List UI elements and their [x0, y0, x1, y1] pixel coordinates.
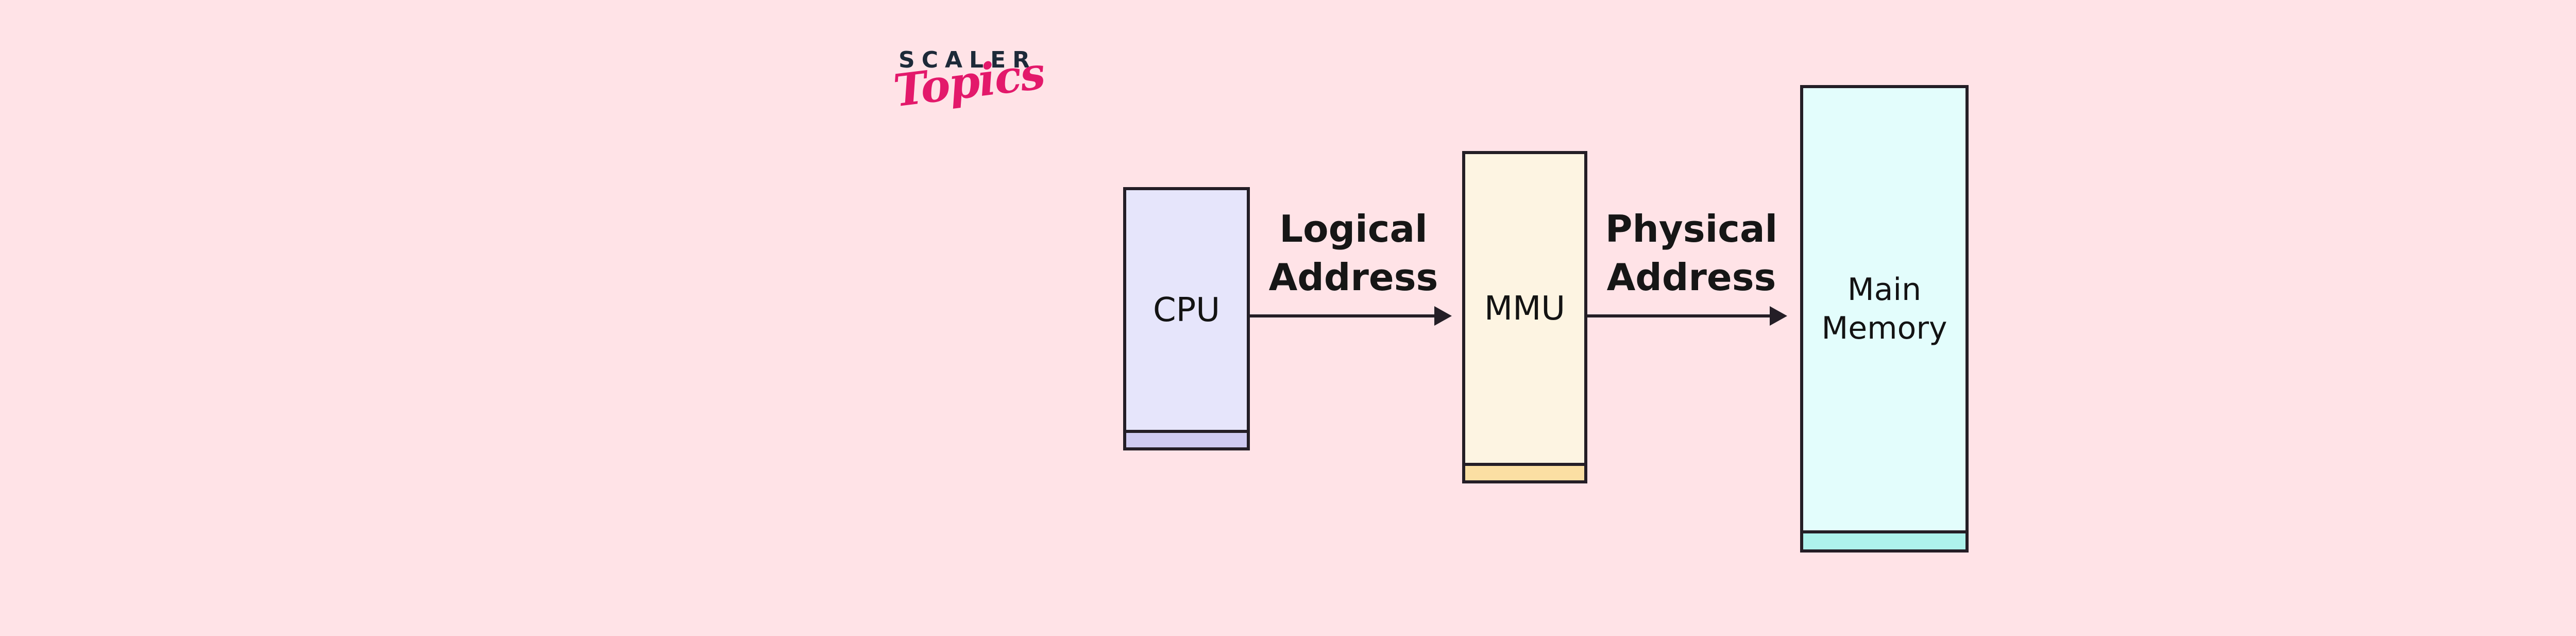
mmu-to-main-memory-arrowhead-icon	[1770, 306, 1787, 326]
logical-address-label: Logical Address	[1268, 207, 1438, 299]
mmu-to-main-memory-arrow-line	[1587, 314, 1771, 317]
logo-brand-text: SCALER	[899, 47, 1037, 73]
cpu-bottom-strip	[1126, 430, 1247, 447]
scaler-topics-logo: SCALER Topics	[891, 47, 1047, 117]
main-memory-label: Main Memory	[1821, 272, 1947, 346]
main-memory-box: Main Memory	[1800, 85, 1969, 553]
mmu-bottom-strip	[1465, 463, 1584, 480]
physical-address-label: Physical Address	[1605, 207, 1778, 299]
cpu-label: CPU	[1153, 291, 1221, 329]
mmu-box: MMU	[1462, 151, 1587, 483]
main-memory-bottom-strip	[1803, 530, 1965, 549]
mmu-label: MMU	[1484, 289, 1566, 328]
cpu-box: CPU	[1123, 187, 1250, 450]
cpu-to-mmu-arrow-line	[1250, 314, 1435, 317]
cpu-to-mmu-arrowhead-icon	[1434, 306, 1452, 326]
